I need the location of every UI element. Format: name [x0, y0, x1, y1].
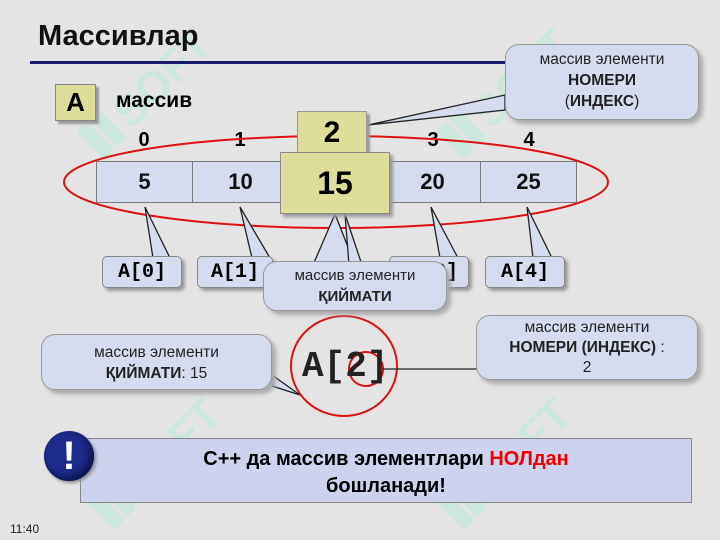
- array-cell: 20: [385, 162, 481, 202]
- array-label: массив: [116, 89, 193, 112]
- callout-pointer-1: [239, 206, 272, 259]
- index-1: 1: [234, 129, 246, 151]
- callout-pointer-0: [144, 206, 172, 259]
- callout-pointer-3: [430, 206, 460, 259]
- expression-ring: [290, 315, 398, 417]
- array-expression: A[2]: [302, 346, 389, 387]
- highlight-index: 2: [297, 111, 367, 155]
- access-label-0: A[0]: [102, 256, 182, 288]
- access-label-1: A[1]: [197, 256, 273, 288]
- left-callout-pointer: [271, 373, 301, 396]
- index-callout-right: массив элементи НОМЕРИ (ИНДЕКС) : 2: [476, 315, 698, 380]
- note-highlight: НОЛдан: [489, 448, 569, 470]
- array-name-box: A: [55, 84, 96, 121]
- array-cell: 5: [97, 162, 193, 202]
- title-underline: [30, 61, 590, 64]
- array-cell: 25: [516, 169, 541, 194]
- index-3: 3: [427, 129, 439, 151]
- time-label: 11:40: [10, 522, 40, 536]
- index-callout: массив элементи НОМЕРИ (ИНДЕКС): [505, 44, 699, 120]
- callout-pointer-4: [526, 206, 554, 259]
- access-label-4: A[4]: [485, 256, 565, 288]
- exclamation-icon: !: [44, 431, 94, 481]
- slide-title: Массивлар: [38, 20, 199, 52]
- value-callout: массив элементи ҚИЙМАТИ: [263, 261, 447, 311]
- index-4: 4: [523, 129, 535, 151]
- index-0: 0: [138, 129, 150, 151]
- note-bar: C++ да массив элементлари НОЛдан бошлана…: [80, 438, 692, 503]
- index-callout-pointer: [367, 94, 506, 126]
- highlight-value: 15: [280, 152, 390, 214]
- value-callout-left: массив элементи ҚИЙМАТИ: 15: [41, 334, 272, 390]
